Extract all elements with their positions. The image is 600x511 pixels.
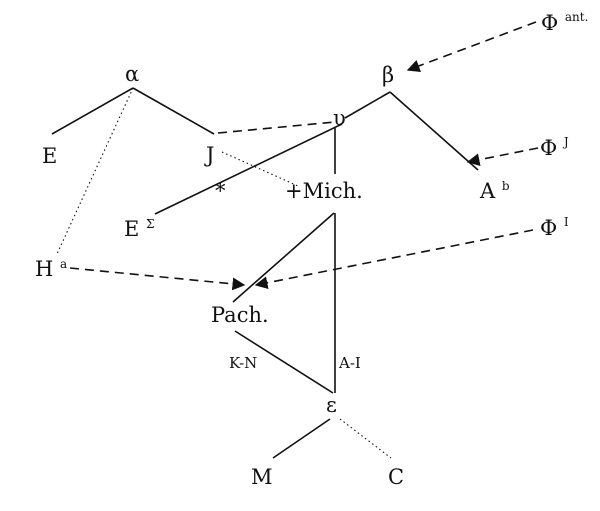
node-pach: Pach. [211,303,269,327]
node-H-a-sup: a [60,257,67,271]
edge-J-Mich [221,151,299,187]
edge-Mich-Pach [232,212,335,303]
node-phi-I: Φ I [540,215,569,240]
edge-upsilon-Esigma [154,123,343,215]
node-mich: +Mich. [285,179,363,203]
node-epsilon: ε [326,393,337,417]
edge-beta-upsilon [344,91,391,119]
edge-alpha-J [132,87,215,135]
node-A-b: A b [479,179,510,203]
node-phi-ant-base: Φ [541,11,558,35]
edge-alpha-E [51,87,134,135]
node-beta: β [382,63,394,87]
edge-label-a-i: A-I [338,354,361,372]
edges [51,21,539,459]
node-E-sigma-base: E [124,217,139,241]
edge-epsilon-M [272,418,331,459]
nodes: α β υ ε E J * E Σ +Mich. A b H a Pach. M… [35,10,588,489]
edge-beta-Ab [389,91,479,171]
edge-epsilon-C [339,418,392,459]
edge-Ha-Pach [69,267,246,291]
edge-label-k-n: K-N [229,354,257,372]
node-C: C [388,465,404,489]
edge-phiJ-Ab [466,147,539,167]
node-H-a: H a [35,257,67,281]
node-E: E [42,144,57,168]
node-phi-J-sup: J [562,135,569,149]
node-upsilon: υ [333,106,346,130]
node-J: J [204,143,214,167]
node-alpha: α [125,62,139,86]
node-phi-I-sup: I [564,215,569,229]
node-A-b-base: A [479,179,496,203]
node-E-sigma: E Σ [124,217,155,241]
node-E-sigma-sup: Σ [146,217,154,231]
edge-labels: K-N A-I [229,354,361,372]
node-phi-I-base: Φ [540,216,557,240]
node-H-a-base: H [35,257,53,281]
node-star: * [215,179,226,203]
edge-alpha-Ha [56,87,134,255]
node-phi-ant: Φ ant. [541,10,588,35]
node-A-b-sup: b [502,179,510,193]
node-M: M [251,465,273,489]
edge-phiI-Pach [254,229,534,290]
edge-J-upsilon [217,121,336,134]
node-phi-J-base: Φ [540,136,557,160]
node-phi-J: Φ J [540,135,569,160]
node-phi-ant-sup: ant. [565,10,589,24]
edge-Pach-epsilon [234,330,334,394]
edge-phiant-beta [406,21,537,72]
